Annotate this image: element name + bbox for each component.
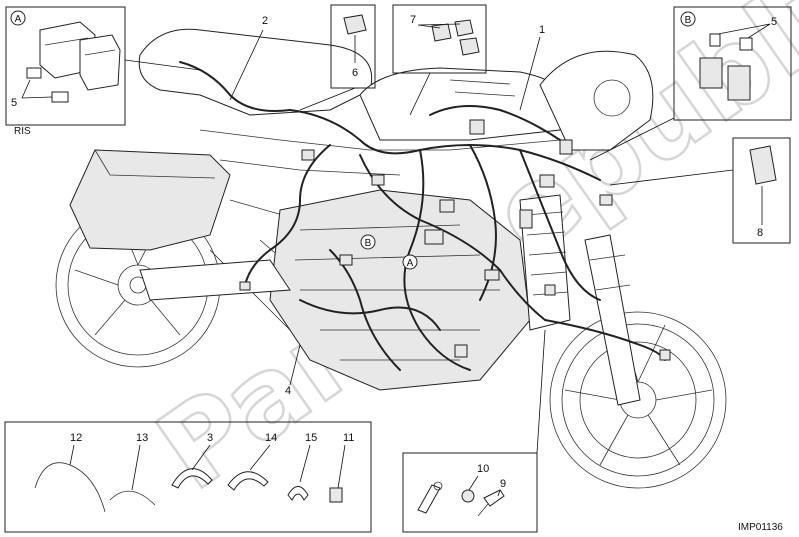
inset-box-relays-7 <box>392 4 487 74</box>
motorcycle-illustration <box>55 28 727 489</box>
inset-box-8 <box>732 137 791 244</box>
inset-box-relay-6 <box>330 4 376 89</box>
clamp-icon <box>227 471 269 491</box>
tail-seat <box>138 28 372 116</box>
callout-4: 4 <box>285 385 291 397</box>
relay-icon <box>431 23 452 42</box>
box-a-marker: A <box>15 14 22 25</box>
small-note: RIS <box>14 126 31 137</box>
relay-icon <box>454 19 474 37</box>
clamp-icon <box>171 468 213 489</box>
callout-11: 11 <box>343 432 354 444</box>
cable-tie-icon <box>329 487 343 503</box>
inset-box-bolts <box>402 452 538 533</box>
callout-12: 12 <box>70 432 82 444</box>
callout-3: 3 <box>207 432 213 444</box>
inset-box-clips <box>4 421 372 533</box>
washer-icon <box>461 489 475 503</box>
harness-connectors <box>239 119 671 361</box>
relay-icon <box>459 37 480 56</box>
inset-box-a: A <box>5 6 126 126</box>
callout-5-b: 5 <box>771 16 777 28</box>
fuse-icon <box>739 37 753 51</box>
callout-labels: 2 6 7 1 5 8 5 4 12 13 3 14 15 11 10 9 RI… <box>11 14 783 533</box>
callout-7: 7 <box>410 14 416 26</box>
box-b-marker: B <box>685 15 692 26</box>
callout-10: 10 <box>477 463 489 475</box>
callout-8: 8 <box>757 227 763 239</box>
exhaust-silencer <box>69 149 231 251</box>
bolt-icon <box>483 489 505 507</box>
callout-2: 2 <box>262 15 268 27</box>
bike-detail-marker-b: B <box>360 234 376 250</box>
fuel-tank <box>359 67 571 141</box>
cable-sleeve-icon <box>109 490 156 506</box>
fuse-icon <box>51 91 69 103</box>
callout-1: 1 <box>539 24 545 36</box>
ring-terminal-icon <box>417 484 441 514</box>
callout-14: 14 <box>265 432 277 444</box>
inset-box-b: B <box>673 6 792 121</box>
clip-icon <box>287 486 309 501</box>
marker-b-label: B <box>365 238 372 249</box>
bike-detail-marker-a: A <box>402 254 418 270</box>
maxi-fuse-icon <box>727 65 751 101</box>
callout-15: 15 <box>305 432 317 444</box>
fuse-icon <box>26 67 42 79</box>
marker-a-label: A <box>407 258 414 269</box>
callout-5-a: 5 <box>11 97 17 109</box>
callout-13: 13 <box>136 432 148 444</box>
headlight <box>539 50 654 151</box>
callout-9: 9 <box>500 478 506 490</box>
relay-icon <box>343 14 367 35</box>
image-code: IMP01136 <box>738 522 783 533</box>
fuse-icon <box>709 33 721 47</box>
cable-sleeve-icon <box>34 462 106 513</box>
maxi-fuse-icon <box>699 57 723 89</box>
leader-lines <box>124 29 734 454</box>
callout-6: 6 <box>352 67 358 79</box>
control-unit-icon <box>749 145 777 185</box>
